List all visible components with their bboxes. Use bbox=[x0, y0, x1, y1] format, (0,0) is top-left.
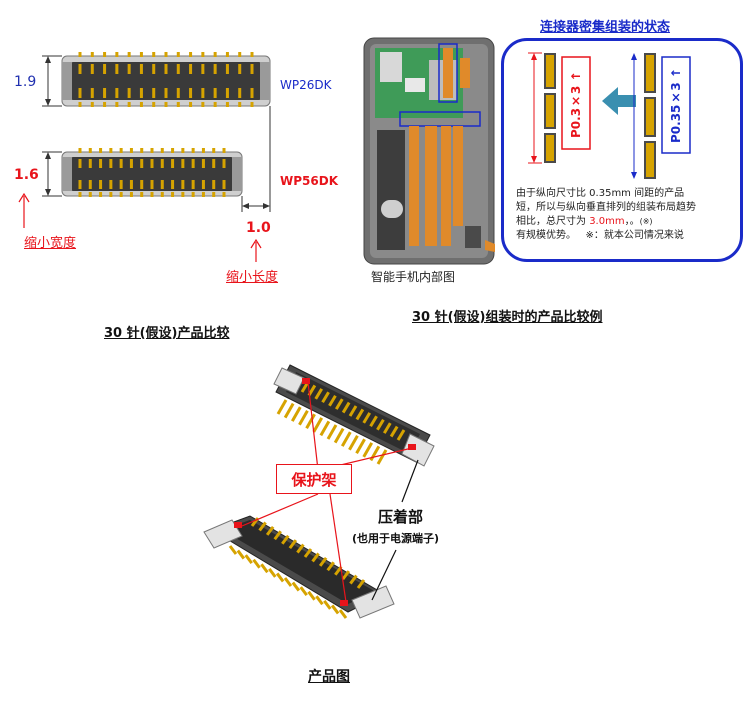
bottom-panel: 保护架 压着部 (也用于电源端子) bbox=[190, 350, 490, 650]
arrow-up-icon bbox=[250, 238, 262, 262]
desc-line-3: 相比，总尺寸为 3.0mm，。(※) bbox=[516, 215, 740, 229]
smartphone-interior-image bbox=[363, 37, 495, 265]
product-drawing bbox=[203, 364, 435, 619]
label-crimp-subnote: (也用于电源端子) bbox=[352, 532, 440, 545]
dim-bottom-height: 1.6 bbox=[14, 167, 39, 183]
dense-layout-drawing bbox=[528, 52, 691, 179]
arrow-left-icon bbox=[602, 87, 636, 115]
connector-wp56dk-image bbox=[61, 148, 243, 197]
left-caption: 30 针(假设)产品比较 bbox=[104, 326, 230, 341]
connector-comparison-drawing bbox=[18, 52, 271, 262]
left-panel: 1.9 WP26DK 1.6 WP56DK 1.0 缩小宽度 缩小长度 30 针… bbox=[0, 0, 340, 341]
phone-caption: 智能手机内部图 bbox=[371, 270, 456, 284]
dim-length-reduction: 1.0 bbox=[246, 220, 271, 236]
desc-mark: (※) bbox=[639, 217, 653, 226]
connector-wp26dk-image bbox=[61, 52, 271, 107]
product-receptacle-image bbox=[273, 364, 435, 467]
label-wp26dk: WP26DK bbox=[280, 78, 332, 92]
product-plug-image bbox=[203, 515, 395, 619]
desc-line-2: 短，所以与纵向垂直排列的组装布局趋势 bbox=[516, 202, 696, 213]
label-protective-frame: 保护架 bbox=[276, 464, 352, 494]
dim-top-height: 1.9 bbox=[14, 74, 37, 90]
bottom-caption: 产品图 bbox=[308, 669, 350, 685]
middle-panel: 智能手机内部图 bbox=[355, 30, 505, 330]
middle-caption: 30 针(假设)组装时的产品比较例 bbox=[412, 310, 603, 325]
desc-line-4: 有规模优势。 ※：就本公司情况来说 bbox=[516, 229, 740, 243]
desc-line-3-pre: 相比，总尺寸为 bbox=[516, 216, 590, 227]
label-wp56dk: WP56DK bbox=[280, 174, 338, 188]
desc-highlight: 3.0mm bbox=[589, 216, 625, 227]
pitch-label-p03: P0.3×3 ↑ bbox=[569, 71, 583, 139]
desc-line-1: 由于纵向尺寸比 0.35mm 间距的产品 bbox=[516, 188, 685, 199]
annot-reduce-length: 缩小长度 bbox=[226, 270, 279, 285]
stacked-connectors-p035 bbox=[644, 53, 656, 179]
stacked-connectors-p03 bbox=[544, 53, 556, 163]
desc-line-4-text: 有规模优势。 bbox=[516, 230, 576, 241]
right-panel-title: 连接器密集组装的状态 bbox=[540, 20, 671, 35]
label-crimp-section: 压着部 bbox=[378, 508, 424, 526]
dense-layout-description: 由于纵向尺寸比 0.35mm 间距的产品 短，所以与纵向垂直排列的组装布局趋势 … bbox=[516, 187, 740, 243]
desc-line-3-post: ，。 bbox=[624, 216, 640, 227]
right-panel-box: P0.3×3 ↑ P0.35×3 ↑ 由于纵向尺寸比 0.35mm 间距的产品 … bbox=[501, 38, 743, 262]
desc-note: ※：就本公司情况来说 bbox=[585, 230, 684, 241]
annot-reduce-width: 缩小宽度 bbox=[24, 236, 77, 251]
pitch-label-p035: P0.35×3 ↑ bbox=[669, 68, 683, 144]
arrow-up-icon bbox=[18, 192, 30, 228]
